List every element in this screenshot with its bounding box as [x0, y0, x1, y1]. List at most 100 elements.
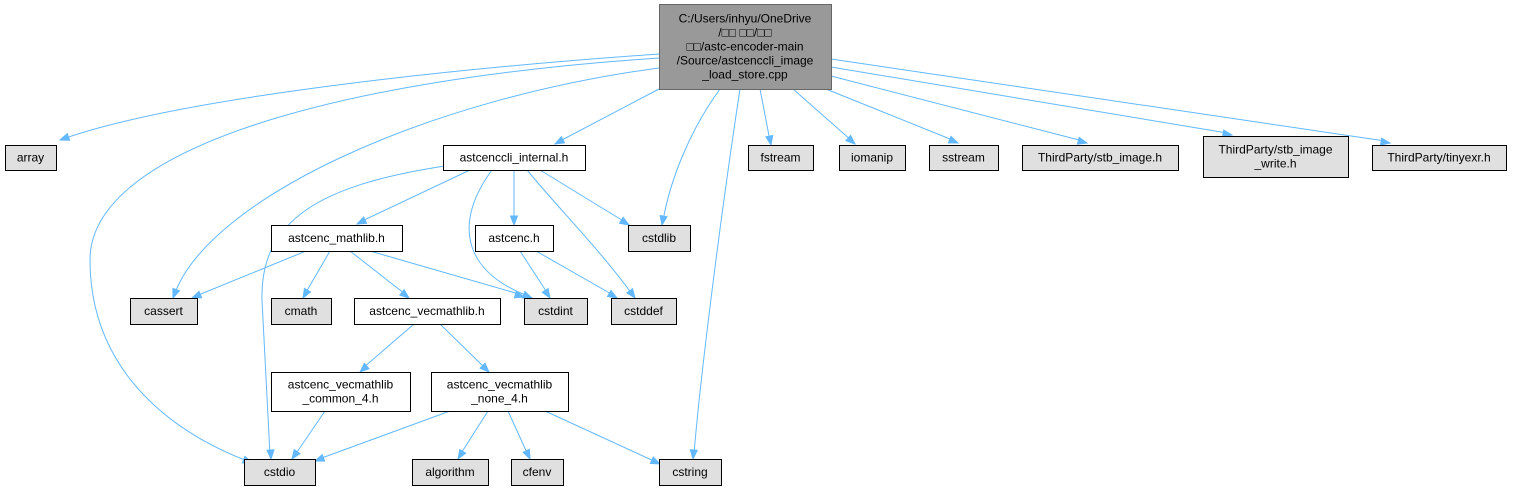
edge-line	[318, 410, 451, 460]
node-label-line: astcenccli_internal.h	[460, 151, 569, 165]
node-label-line: astcenc_vecmathlib	[447, 378, 553, 392]
node-iomanip: iomanip	[839, 145, 906, 171]
node-cstddef: cstddef	[611, 298, 677, 325]
node-vec-none4[interactable]: astcenc_vecmathlib_none_4.h	[431, 372, 569, 412]
edges-layer	[58, 53, 1392, 465]
node-tinyexr: ThirdParty/tinyexr.h	[1372, 145, 1507, 171]
edge-root-to-iomanip	[792, 88, 857, 145]
node-box	[475, 225, 554, 252]
node-fstream: fstream	[748, 145, 814, 171]
edge-root-to-stb_image	[830, 75, 1089, 145]
arrowhead-icon	[1076, 136, 1089, 145]
node-box	[611, 298, 677, 325]
edge-vec_none4-to-cfenv	[507, 410, 531, 461]
node-mathlib[interactable]: astcenc_mathlib.h	[271, 225, 403, 252]
arrowhead-icon	[355, 216, 368, 225]
node-label-line: cstdio	[264, 465, 296, 479]
edge-root-to-cassert	[172, 67, 660, 300]
node-label-line: □□/astc-encoder-main	[686, 40, 803, 54]
edge-line	[59, 53, 660, 141]
node-label-line: /Source/astcenccli_image	[677, 54, 814, 68]
node-box	[130, 298, 198, 325]
node-label-line: iomanip	[851, 151, 893, 165]
node-cfenv: cfenv	[511, 459, 564, 486]
node-label-line: /□□ □□/□□	[718, 26, 772, 40]
edge-line	[361, 169, 471, 222]
arrowhead-icon	[190, 290, 203, 299]
node-vec-common4[interactable]: astcenc_vecmathlib_common_4.h	[271, 372, 411, 412]
edge-root-to-sstream	[825, 88, 960, 144]
edge-root-to-cstdlib	[659, 88, 721, 227]
node-stb-image: ThirdParty/stb_image.h	[1022, 145, 1179, 171]
edge-line	[507, 410, 529, 456]
node-vecmathlib[interactable]: astcenc_vecmathlib.h	[354, 298, 501, 325]
edge-line	[468, 169, 529, 297]
node-label-line: ThirdParty/stb_image	[1218, 143, 1332, 157]
edge-line	[294, 410, 326, 456]
arrowhead-icon	[302, 287, 312, 300]
arrowhead-icon	[509, 215, 519, 227]
node-box	[271, 298, 332, 325]
edge-line	[362, 323, 415, 369]
edge-line	[459, 410, 489, 456]
edge-vecmathlib-to-vec_common4	[358, 323, 415, 373]
edge-internal-to-cstdio	[261, 165, 446, 461]
node-label-line: ThirdParty/tinyexr.h	[1387, 151, 1490, 165]
node-root[interactable]: C:/Users/inhyu/OneDrive/□□ □□/□□□□/astc-…	[659, 4, 832, 90]
node-label-line: cmath	[285, 304, 318, 318]
edge-vec_none4-to-cstdio	[313, 410, 451, 462]
edge-internal-to-cstdlib	[539, 169, 631, 226]
arrowhead-icon	[172, 287, 181, 300]
node-label-line: _write.h	[1253, 157, 1296, 171]
arrowhead-icon	[625, 287, 636, 300]
edge-vec_common4-to-cstdio	[291, 410, 326, 461]
edge-vec_none4-to-algorithm	[457, 410, 489, 461]
edge-line	[830, 75, 1084, 142]
arrowhead-icon	[606, 289, 619, 299]
node-label-line: _none_4.h	[470, 392, 528, 406]
node-sstream: sstream	[929, 145, 999, 171]
node-box	[1022, 145, 1179, 171]
edge-internal-to-cstddef	[526, 169, 636, 300]
edge-mathlib-to-cassert	[190, 250, 307, 299]
edge-line	[369, 250, 520, 295]
node-astcenc[interactable]: astcenc.h	[475, 225, 554, 252]
node-label-line: cfenv	[523, 465, 552, 479]
node-label-line: _load_store.cpp	[701, 68, 788, 82]
node-cstdint: cstdint	[524, 298, 588, 325]
edge-mathlib-to-vecmathlib	[349, 250, 411, 299]
edge-internal-to-cstdint	[468, 169, 534, 299]
edge-line	[349, 250, 406, 295]
edge-line	[526, 169, 633, 295]
edge-line	[535, 250, 614, 296]
edge-root-to-cstring	[689, 88, 741, 461]
node-internal[interactable]: astcenccli_internal.h	[443, 145, 586, 171]
edge-line	[662, 88, 721, 222]
arrowhead-icon	[659, 214, 668, 227]
node-box	[659, 4, 832, 90]
edge-astcenc-to-cstddef	[535, 250, 619, 299]
node-label-line: cstddef	[624, 304, 663, 318]
arrowhead-icon	[266, 449, 275, 461]
arrowhead-icon	[457, 448, 467, 461]
node-cstdlib: cstdlib	[628, 225, 691, 252]
edge-line	[261, 165, 446, 456]
node-label-line: sstream	[942, 151, 985, 165]
arrowhead-icon	[553, 135, 566, 145]
node-box	[431, 372, 569, 412]
node-label-line: cstdint	[538, 304, 573, 318]
node-label-line: astcenc.h	[488, 231, 539, 245]
arrowhead-icon	[1221, 129, 1234, 138]
node-label-line: cstring	[672, 465, 707, 479]
edge-vec_none4-to-cstring	[544, 410, 662, 465]
node-label-line: C:/Users/inhyu/OneDrive	[679, 12, 812, 26]
arrowhead-icon	[1379, 137, 1392, 146]
node-algorithm: algorithm	[412, 459, 489, 486]
edge-line	[519, 250, 549, 295]
edge-root-to-stb_image_write	[830, 66, 1234, 138]
edge-root-to-tinyexr	[830, 58, 1392, 146]
node-box	[839, 145, 906, 171]
edge-line	[559, 88, 660, 142]
arrowhead-icon	[649, 456, 662, 465]
